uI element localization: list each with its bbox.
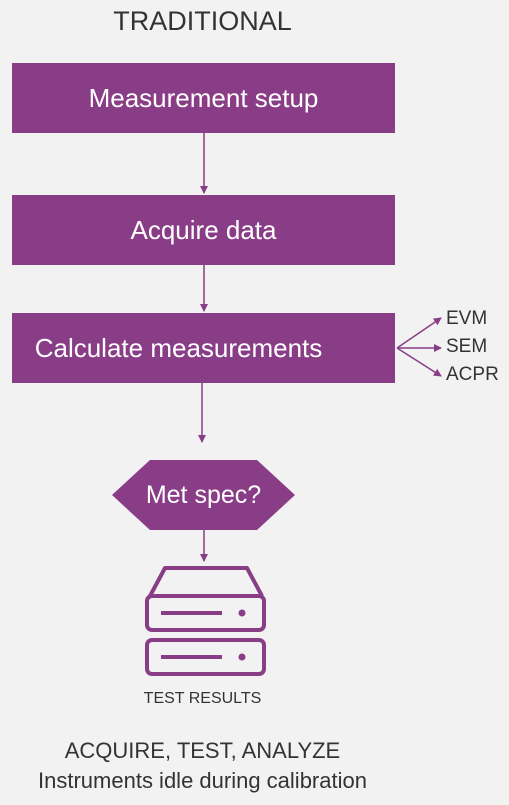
output-arrow	[396, 317, 442, 349]
output-arrow	[396, 347, 442, 377]
decision-label: Met spec?	[145, 480, 262, 509]
step-acquire-data: Acquire data	[12, 195, 395, 265]
diagram-title: TRADITIONAL	[113, 6, 292, 36]
step-measurement-setup: Measurement setup	[12, 63, 395, 133]
results-caption: TEST RESULTS	[143, 690, 262, 707]
step-label: Measurement setup	[88, 82, 319, 113]
output-label-acpr: ACPR	[446, 364, 499, 385]
step-label: Calculate measurements	[34, 332, 323, 363]
output-label-sem: SEM	[446, 336, 488, 357]
decision-hexagon	[112, 460, 295, 530]
step-calculate-measurements: Calculate measurements	[12, 313, 395, 383]
output-label-evm: EVM	[446, 308, 488, 329]
footer-title: ACQUIRE, TEST, ANALYZE	[64, 738, 341, 763]
step-label: Acquire data	[130, 214, 277, 245]
server-icon	[145, 566, 266, 676]
footer-subtitle: Instruments idle during calibration	[38, 768, 367, 793]
